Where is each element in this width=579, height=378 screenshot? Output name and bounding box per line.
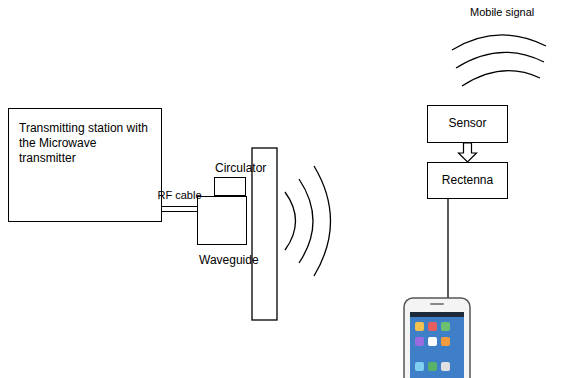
- circulator-box: [214, 177, 246, 196]
- block-arrow: [459, 143, 477, 162]
- node-label: Waveguide: [199, 253, 259, 268]
- node-label: Transmitting station with the Microwave …: [19, 121, 151, 166]
- connector: [459, 143, 477, 162]
- connector-label: RF cable: [157, 189, 201, 202]
- sensor-box: Sensor: [427, 105, 508, 143]
- signal-label: Mobile signal: [470, 6, 534, 19]
- circulator: Circulator: [214, 161, 280, 196]
- rf-cable-line: [162, 206, 197, 207]
- smartphone-icon: [404, 298, 470, 378]
- microwave-beam: [285, 166, 331, 276]
- power-wire: [447, 199, 448, 300]
- rf-cable-line: [162, 211, 197, 212]
- mobile-signal-waves: [452, 35, 546, 86]
- connector: [162, 207, 197, 212]
- waveguide-box: [197, 196, 247, 245]
- station-box: Transmitting station with the Microwave …: [8, 108, 162, 222]
- rectenna-box: Rectenna: [427, 162, 508, 199]
- node-label: Sensor: [432, 116, 503, 131]
- node-label: Circulator: [215, 161, 266, 176]
- waveguide: Waveguide: [197, 196, 259, 268]
- node-label: Rectenna: [432, 173, 503, 188]
